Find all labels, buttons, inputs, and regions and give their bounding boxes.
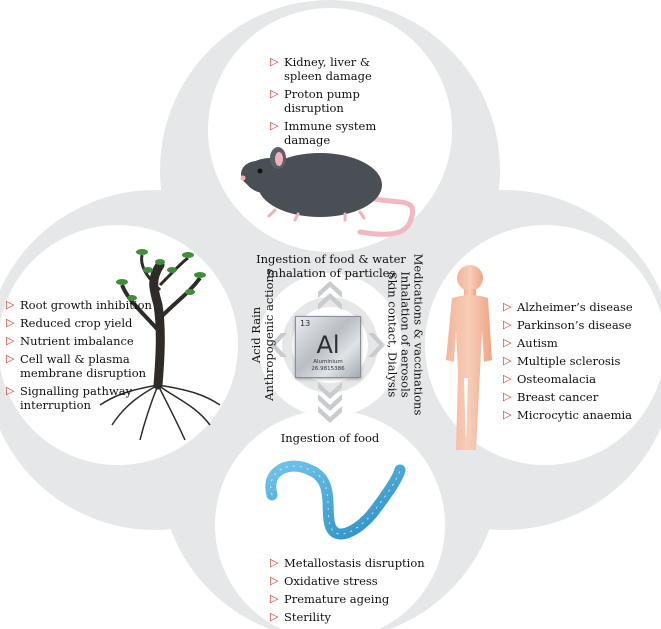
effect-item: ▷ Multiple sclerosis	[503, 354, 658, 368]
effect-item: ▷ Kidney, liver & spleen damage	[270, 55, 400, 83]
arrow-bullet-icon: ▷	[270, 592, 279, 605]
effect-text: Signalling pathway interruption	[20, 384, 133, 412]
effect-text: Root growth inhibition	[20, 298, 152, 312]
arrow-bullet-icon: ▷	[270, 610, 279, 623]
effect-text: Premature ageing	[284, 592, 390, 606]
effect-text: Proton pump disruption	[284, 87, 360, 115]
chevron-left-icon	[270, 333, 287, 357]
arrow-bullet-icon: ▷	[6, 384, 15, 397]
effect-item: ▷ Cell wall & plasma membrane disruption	[6, 352, 156, 380]
effect-item: ▷ Microcytic anaemia	[503, 408, 658, 422]
effect-item: ▷ Sterility	[270, 610, 440, 624]
arrow-bullet-icon: ▷	[270, 119, 279, 132]
arrow-bullet-icon: ▷	[503, 390, 512, 403]
effect-item: ▷ Proton pump disruption	[270, 87, 400, 115]
arrow-bullet-icon: ▷	[503, 354, 512, 367]
element-symbol: Al	[316, 331, 340, 359]
effect-text: Kidney, liver & spleen damage	[284, 55, 372, 83]
arrow-bullet-icon: ▷	[503, 300, 512, 313]
effect-item: ▷ Osteomalacia	[503, 372, 658, 386]
effect-item: ▷ Autism	[503, 336, 658, 350]
route-top-line2: Inhalation of particles	[266, 266, 396, 280]
element-number: 13	[300, 319, 311, 328]
arrow-bullet-icon: ▷	[6, 316, 15, 329]
arrow-bullet-icon: ▷	[503, 318, 512, 331]
effect-item: ▷ Metallostasis disruption	[270, 556, 440, 570]
route-right: Medications & vaccinations Inhalation of…	[385, 250, 426, 420]
effect-text: Sterility	[284, 610, 331, 624]
effect-text: Reduced crop yield	[20, 316, 133, 330]
arrow-bullet-icon: ▷	[503, 408, 512, 421]
arrow-bullet-icon: ▷	[270, 556, 279, 569]
arrow-bullet-icon: ▷	[270, 574, 279, 587]
route-right-line2: Inhalation of aerosols	[398, 271, 413, 398]
chevron-right-icon	[368, 333, 385, 357]
effect-item: ▷ Immune system damage	[270, 119, 400, 147]
arrow-bullet-icon: ▷	[503, 336, 512, 349]
element-name: Aluminium	[313, 359, 343, 365]
worm-effects-list: ▷ Metallostasis disruption ▷ Oxidative stre…	[270, 556, 440, 628]
human-effects-list: ▷ Alzheimer’s disease ▷ Parkinson’s disease…	[503, 300, 658, 426]
effect-text: Microcytic anaemia	[517, 408, 633, 422]
animal-effects-list: ▷ Kidney, liver & spleen damage ▷ Proton pu…	[270, 55, 400, 151]
arrow-bullet-icon: ▷	[270, 87, 279, 100]
effect-item: ▷ Premature ageing	[270, 592, 440, 606]
route-left: Acid Rain Anthropogenic actions	[249, 250, 276, 420]
route-left-line2: Anthropogenic actions	[262, 269, 276, 401]
plant-effects-list: ▷ Root growth inhibition ▷ Reduced crop yie…	[6, 298, 156, 416]
effect-item: ▷ Reduced crop yield	[6, 316, 156, 330]
chevron-down-icon	[318, 382, 342, 423]
effect-item: ▷ Alzheimer’s disease	[503, 300, 658, 314]
rat-illustration	[240, 147, 415, 237]
effect-text: Nutrient imbalance	[20, 334, 134, 348]
effect-item: ▷ Nutrient imbalance	[6, 334, 156, 348]
aluminium-element-tile: 13 Al Aluminium 26.9815386	[295, 316, 361, 378]
route-top-line1: Ingestion of food & water	[256, 252, 406, 266]
effect-text: Parkinson’s disease	[517, 318, 632, 332]
effect-text: Oxidative stress	[284, 574, 378, 588]
effect-text: Autism	[517, 336, 558, 350]
effect-item: ▷ Parkinson’s disease	[503, 318, 658, 332]
effect-text: Immune system damage	[284, 119, 377, 147]
route-right-line1: Medications & vaccinations	[411, 253, 426, 416]
route-bottom: Ingestion of food	[280, 431, 380, 445]
effect-text: Osteomalacia	[517, 372, 596, 386]
arrow-bullet-icon: ▷	[503, 372, 512, 385]
effect-item: ▷ Root growth inhibition	[6, 298, 156, 312]
effect-text: Alzheimer’s disease	[517, 300, 633, 314]
effect-text: Cell wall & plasma membrane disruption	[20, 352, 147, 380]
arrow-bullet-icon: ▷	[270, 55, 279, 68]
effect-item: ▷ Oxidative stress	[270, 574, 440, 588]
route-right-line3: Skin contact, Dialysis	[385, 271, 400, 398]
arrow-bullet-icon: ▷	[6, 298, 15, 311]
tree-illustration	[99, 249, 221, 441]
element-mass: 26.9815386	[311, 366, 345, 372]
arrow-bullet-icon: ▷	[6, 334, 15, 347]
arrow-bullet-icon: ▷	[6, 352, 15, 365]
effect-text: Metallostasis disruption	[284, 556, 425, 570]
route-top: Ingestion of food & water Inhalation of …	[245, 252, 417, 280]
effect-item: ▷ Signalling pathway interruption	[6, 384, 156, 412]
chevron-up-icon	[318, 281, 342, 310]
effect-item: ▷ Breast cancer	[503, 390, 658, 404]
effect-text: Breast cancer	[517, 390, 599, 404]
human-figure	[446, 265, 492, 450]
worm-illustration	[265, 460, 406, 540]
effect-text: Multiple sclerosis	[517, 354, 621, 368]
